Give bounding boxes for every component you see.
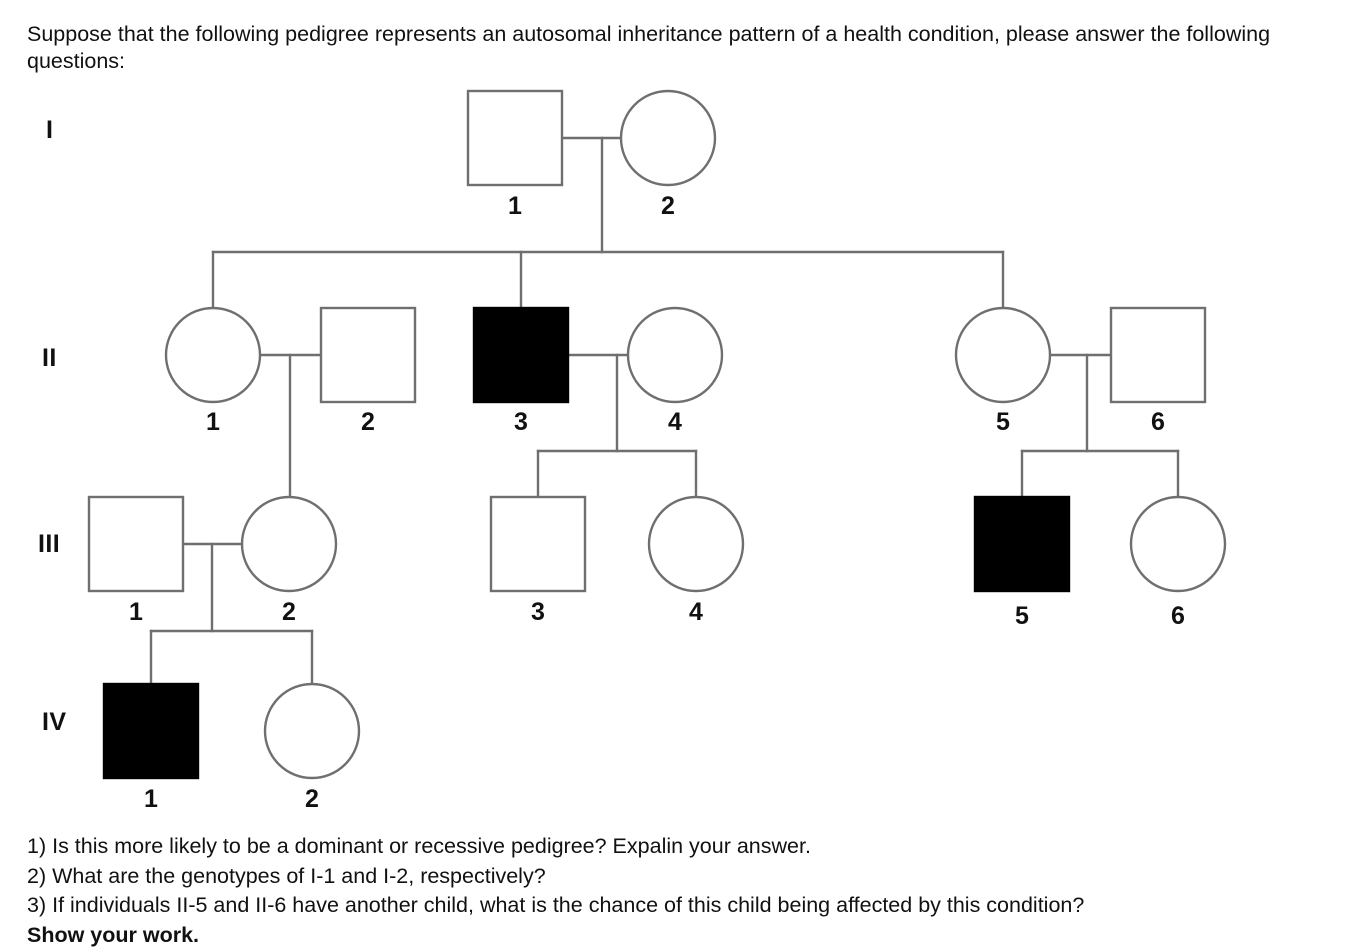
individual-ii-4-circle[interactable] xyxy=(626,306,724,404)
individual-label-ii-5: 5 xyxy=(996,408,1010,436)
page-prompt: Suppose that the following pedigree repr… xyxy=(27,22,1271,73)
individual-ii-6-square[interactable] xyxy=(1109,306,1207,404)
individual-iii-4-circle[interactable] xyxy=(647,495,745,593)
individual-label-i-2: 2 xyxy=(661,192,675,220)
individual-label-iii-5: 5 xyxy=(1015,602,1029,630)
individual-ii-5-circle[interactable] xyxy=(954,306,1052,404)
generation-label-iii: III xyxy=(38,530,61,558)
individual-label-ii-1: 1 xyxy=(206,408,220,436)
question-line-4: Show your work. xyxy=(27,922,200,947)
individual-label-ii-3: 3 xyxy=(514,408,528,436)
individual-iii-1-square[interactable] xyxy=(87,495,185,593)
generation-label-i: I xyxy=(46,116,54,144)
individual-label-ii-6: 6 xyxy=(1151,408,1165,436)
individual-iv-2-circle[interactable] xyxy=(263,682,361,780)
individual-label-iii-1: 1 xyxy=(129,598,143,626)
individual-iii-5-square[interactable] xyxy=(973,495,1071,593)
individual-label-iv-1: 1 xyxy=(144,785,158,813)
individual-label-iii-2: 2 xyxy=(282,598,296,626)
individual-iv-1-square[interactable] xyxy=(102,682,200,780)
generation-label-ii: II xyxy=(42,344,57,372)
individual-ii-2-square[interactable] xyxy=(319,306,417,404)
individual-label-iii-6: 6 xyxy=(1171,602,1185,630)
individual-iii-2-circle[interactable] xyxy=(240,495,338,593)
individual-label-ii-2: 2 xyxy=(361,408,375,436)
pedigree-diagram-svg xyxy=(87,89,1227,780)
question-line-1: 1) Is this more likely to be a dominant … xyxy=(27,834,811,858)
individual-label-iii-3: 3 xyxy=(531,598,545,626)
individual-label-iii-4: 4 xyxy=(689,598,703,626)
individual-label-iv-2: 2 xyxy=(305,785,319,813)
pedigree-individual-shapes xyxy=(87,89,1227,780)
individual-i-2-circle[interactable] xyxy=(619,89,717,187)
question-line-2: 2) What are the genotypes of I-1 and I-2… xyxy=(27,863,546,888)
individual-ii-1-circle[interactable] xyxy=(164,306,262,404)
individual-label-ii-4: 4 xyxy=(668,408,682,436)
individual-iii-3-square[interactable] xyxy=(489,495,587,593)
individual-label-i-1: 1 xyxy=(508,192,522,220)
individual-i-1-square[interactable] xyxy=(466,89,564,187)
generation-label-iv: IV xyxy=(42,708,67,736)
question-line-3: 3) If individuals II-5 and II-6 have ano… xyxy=(27,893,1085,917)
pedigree-connector-lines xyxy=(149,136,1180,686)
questions-list: 1) Is this more likely to be a dominant … xyxy=(27,832,1347,950)
individual-iii-6-circle[interactable] xyxy=(1129,495,1227,593)
individual-ii-3-square[interactable] xyxy=(472,306,570,404)
